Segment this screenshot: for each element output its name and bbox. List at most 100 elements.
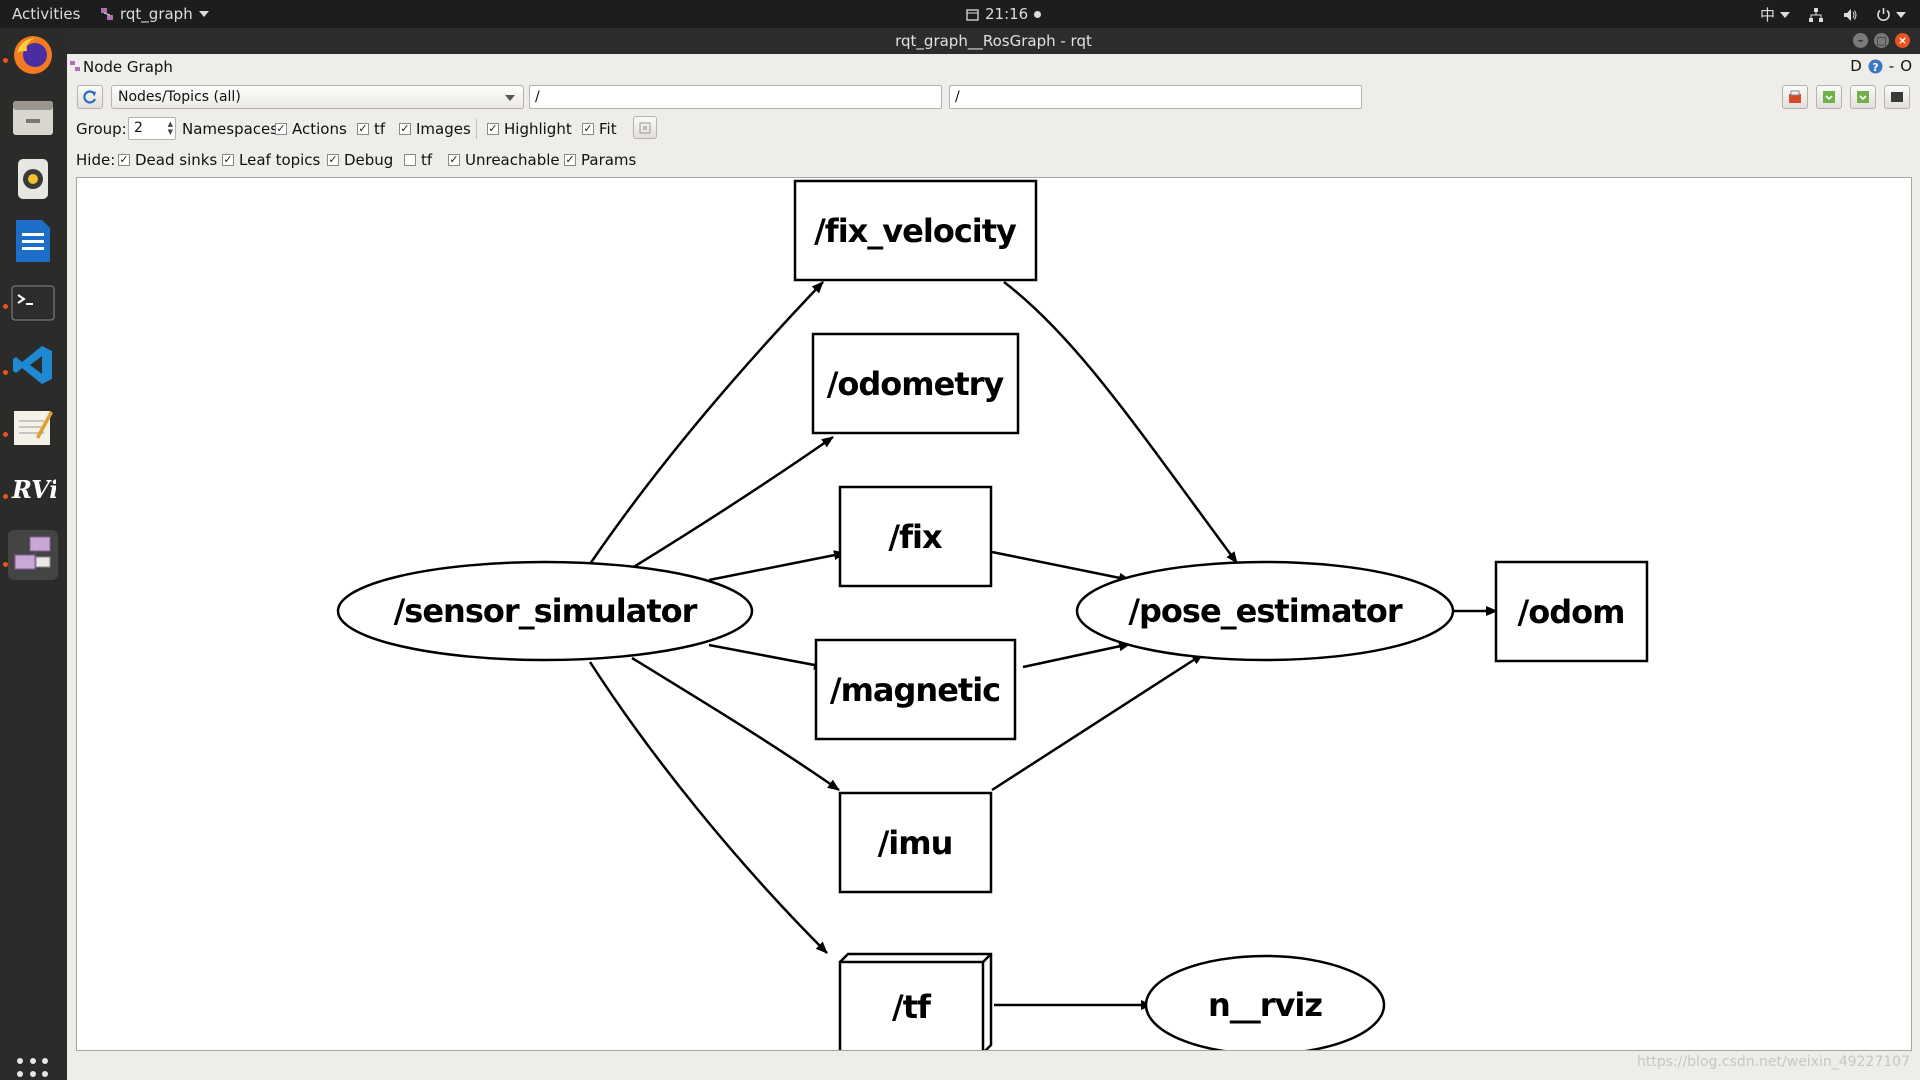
debug-option[interactable]: ✓Debug (327, 151, 393, 169)
clock[interactable]: 21:16 (966, 5, 1042, 23)
refresh-button[interactable] (77, 85, 103, 109)
hide-label: Hide: (76, 151, 116, 169)
maximize-button[interactable]: □ (1874, 33, 1889, 48)
edge-sensor-to-imu[interactable] (631, 656, 840, 792)
grid-dot (17, 1070, 23, 1077)
edge-fix-to-pose[interactable] (991, 550, 1131, 583)
refresh-icon (83, 90, 97, 104)
topic-magnetic[interactable]: /magnetic (814, 638, 1017, 741)
graph-type-select[interactable]: Nodes/Topics (all) (111, 85, 524, 109)
fit-checkbox[interactable]: ✓ (582, 122, 594, 135)
running-indicator (3, 304, 8, 309)
hide-tf-option[interactable]: tf (404, 151, 432, 169)
panel-close-button[interactable]: O (1900, 57, 1912, 75)
panel-d-button[interactable]: D (1850, 57, 1862, 75)
topic-filter-input[interactable]: / (949, 85, 1362, 109)
topic-tf[interactable]: /tf (838, 952, 993, 1050)
edge-sensor-to-fix[interactable] (708, 550, 846, 582)
tf-label: tf (374, 120, 386, 138)
load-dot-button[interactable] (1782, 85, 1808, 109)
dock-files[interactable] (8, 92, 58, 142)
dead-sinks-label: Dead sinks (135, 151, 218, 169)
unreachable-label: Unreachable (465, 151, 560, 169)
edge-sensor-to-magnetic[interactable] (708, 643, 826, 670)
dock-rviz[interactable]: RViz (8, 464, 58, 514)
highlight-option[interactable]: ✓Highlight (487, 120, 572, 138)
node-sensor-simulator[interactable]: /sensor_simulator (336, 560, 754, 662)
topic-label: /odometry (827, 365, 1005, 403)
app-menu[interactable]: rqt_graph (100, 5, 209, 23)
volume-icon[interactable] (1842, 7, 1858, 23)
panel-minimize-button[interactable]: - (1888, 57, 1895, 75)
hide-tf-checkbox[interactable] (404, 154, 416, 166)
close-button[interactable]: × (1895, 33, 1910, 48)
topic-fix-velocity[interactable]: /fix_velocity (793, 179, 1038, 282)
topic-fix[interactable]: /fix (838, 485, 993, 588)
dock-vscode[interactable] (8, 340, 58, 390)
separator (476, 119, 477, 139)
help-icon[interactable]: ? (1868, 59, 1883, 74)
edge-sensor-to-odometry[interactable] (631, 435, 834, 570)
node-filter-input[interactable]: / (529, 85, 942, 109)
tf-option[interactable]: ✓ tf (357, 120, 385, 138)
edge-sensor-to-fix-velocity[interactable] (588, 281, 824, 565)
svg-text:RViz: RViz (11, 475, 56, 504)
params-option[interactable]: ✓Params (564, 151, 636, 169)
group-label: Group: (76, 120, 127, 138)
dock-writer[interactable] (8, 216, 58, 266)
tf-checkbox[interactable]: ✓ (357, 122, 369, 135)
dead-sinks-option[interactable]: ✓ Dead sinks (118, 151, 217, 169)
dock-rhythmbox[interactable] (8, 154, 58, 204)
node-label: n__rviz (1208, 986, 1322, 1024)
edge-magnetic-to-pose[interactable] (1022, 641, 1131, 669)
dock-text-editor[interactable] (8, 402, 58, 452)
edge-fix-velocity-to-pose[interactable] (1003, 281, 1239, 564)
actions-checkbox[interactable]: ✓ (275, 122, 287, 135)
actions-option[interactable]: ✓Actions (275, 120, 347, 138)
grid-dot (29, 1070, 36, 1077)
input-method-label: 中 (1759, 6, 1775, 24)
unreachable-checkbox[interactable]: ✓ (448, 153, 460, 166)
power-menu[interactable] (1876, 7, 1906, 22)
network-icon[interactable] (1808, 7, 1824, 23)
graph-canvas[interactable]: /sensor_simulator /pose_estimator n__rvi… (76, 177, 1912, 1051)
leaf-topics-option[interactable]: ✓Leaf topics (222, 151, 320, 169)
activities-button[interactable]: Activities (12, 5, 81, 23)
topic-odom[interactable]: /odom (1494, 560, 1649, 663)
input-method-indicator[interactable]: 中 (1760, 4, 1790, 25)
show-applications-button[interactable] (17, 1058, 49, 1080)
topic-imu[interactable]: /imu (838, 791, 993, 894)
params-checkbox[interactable]: ✓ (564, 153, 576, 166)
dock-rqt[interactable] (8, 530, 58, 580)
minimize-button[interactable]: – (1853, 33, 1868, 48)
ros-graph[interactable]: /sensor_simulator /pose_estimator n__rvi… (77, 178, 1911, 1050)
node-rviz[interactable]: n__rviz (1144, 954, 1386, 1050)
dead-sinks-checkbox[interactable]: ✓ (118, 153, 130, 166)
rqt-icon (14, 536, 51, 570)
calendar-icon (966, 8, 979, 21)
highlight-checkbox[interactable]: ✓ (487, 122, 499, 135)
edge-sensor-to-tf[interactable] (588, 661, 828, 954)
unreachable-option[interactable]: ✓ Unreachable (448, 151, 560, 169)
group-spinbox[interactable]: 2 ▲▼ (128, 117, 176, 140)
debug-checkbox[interactable]: ✓ (327, 153, 339, 166)
images-checkbox[interactable]: ✓ (399, 122, 411, 135)
save-image-button[interactable] (1884, 85, 1910, 109)
spin-arrows-icon[interactable]: ▲▼ (167, 120, 173, 136)
dock-terminal[interactable] (8, 278, 58, 328)
save-dot-button[interactable] (1816, 85, 1842, 109)
window-titlebar[interactable]: rqt_graph__RosGraph - rqt – □ × (67, 28, 1920, 54)
namespaces-option[interactable]: Namespaces (182, 120, 278, 138)
fit-option[interactable]: ✓Fit (582, 120, 617, 138)
dock-firefox[interactable] (8, 30, 58, 80)
notification-dot-icon (1034, 10, 1042, 18)
save-svg-button[interactable] (1850, 85, 1876, 109)
images-option[interactable]: ✓Images (399, 120, 471, 138)
fit-view-icon (639, 122, 651, 133)
node-pose-estimator[interactable]: /pose_estimator (1075, 560, 1455, 662)
fit-in-view-button[interactable] (633, 116, 657, 139)
leaf-topics-checkbox[interactable]: ✓ (222, 153, 234, 166)
chevron-down-icon (198, 11, 209, 17)
topic-odometry[interactable]: /odometry (811, 332, 1020, 435)
edge-imu-to-pose[interactable] (991, 652, 1204, 792)
